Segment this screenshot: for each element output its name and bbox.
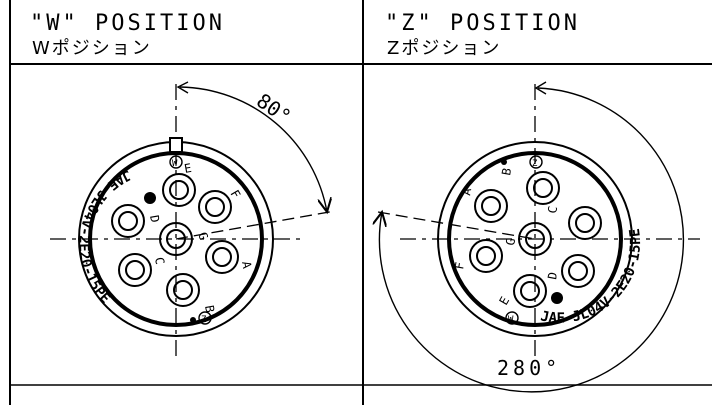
- z-connector-outer-ring: [437, 141, 633, 337]
- w-contact-e: [162, 173, 196, 207]
- w-contact-label-b: B: [202, 304, 217, 314]
- z-small-dot: [501, 159, 507, 165]
- w-rotation-arc: [179, 86, 327, 212]
- z-arc-start-arrow: [534, 81, 547, 95]
- w-contact-label-e: E: [183, 161, 193, 176]
- z-rotation-arc: [379, 87, 685, 393]
- svg-text:W: W: [172, 159, 178, 169]
- z-position-panel: B A C G F D E Z W JAE JL04V-2E20-15PE 28…: [377, 81, 700, 393]
- w-contact-label-g: G: [195, 230, 211, 242]
- z-contact-f: [469, 239, 503, 273]
- w-contact-b: [166, 273, 200, 307]
- w-arc-start-arrow: [176, 81, 189, 94]
- w-position-panel: E F G A B C D W Z JAE JL04V-2E20-15PE 80…: [50, 81, 336, 360]
- z-contact-label-f: F: [452, 261, 467, 271]
- z-panel-title: "Z" POSITION: [385, 11, 580, 36]
- w-contact-label-a: A: [239, 260, 254, 270]
- z-contact-d: [561, 254, 595, 288]
- z-marker-dot: [551, 292, 563, 304]
- svg-text:Z: Z: [532, 159, 538, 169]
- w-panel-subtitle: Wポジション: [32, 38, 152, 59]
- w-key-symbol: W: [169, 155, 183, 169]
- z-contact-a: [474, 189, 508, 223]
- w-contact-c: [118, 253, 152, 287]
- z-key-symbol: W: [505, 311, 519, 325]
- w-contact-a: [205, 240, 239, 274]
- z-panel-subtitle: Zポジション: [387, 38, 502, 59]
- w-contact-f: [198, 190, 232, 224]
- w-marker-symbol: Z: [198, 311, 212, 325]
- z-contact-c: [568, 206, 602, 240]
- svg-text:Z: Z: [201, 315, 207, 325]
- w-panel-title: "W" POSITION: [30, 11, 225, 36]
- z-marker-symbol: Z: [529, 155, 543, 169]
- z-contact-label-c: C: [545, 205, 560, 215]
- w-rotation-line: [175, 210, 336, 240]
- w-marker-dot: [144, 192, 156, 204]
- w-angle-label: 80°: [252, 88, 295, 128]
- z-connector-inner-ring: [447, 151, 623, 327]
- w-contact-label-c: C: [152, 256, 167, 266]
- z-contact-label-g: G: [503, 237, 518, 247]
- z-contact-label-d: D: [545, 271, 560, 281]
- svg-text:W: W: [508, 315, 514, 325]
- z-contact-label-b: B: [499, 167, 514, 177]
- w-small-dot: [190, 317, 196, 323]
- w-contact-label-d: D: [147, 214, 162, 224]
- z-contact-b: [526, 171, 560, 205]
- w-contact-d: [111, 204, 145, 238]
- z-angle-label: 280°: [497, 356, 561, 380]
- z-rotation-line: [377, 211, 536, 240]
- z-contact-label-a: A: [459, 186, 474, 196]
- w-key-notch: [169, 137, 183, 153]
- z-contact-e: [513, 274, 547, 308]
- z-contact-label-e: E: [496, 294, 512, 307]
- w-contact-g: [159, 222, 193, 256]
- z-contact-g: [518, 222, 552, 256]
